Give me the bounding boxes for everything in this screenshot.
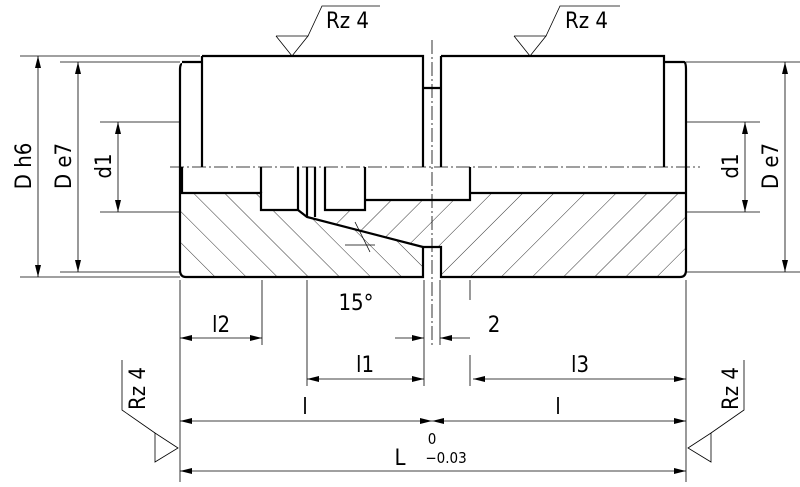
l-left-label: l bbox=[302, 395, 308, 420]
rz-label-end-right: Rz 4 bbox=[719, 367, 744, 410]
total-length-label: L bbox=[394, 446, 405, 471]
length-dimensions bbox=[180, 335, 686, 474]
surface-finish-symbols bbox=[121, 5, 745, 463]
angle-label: 15° bbox=[338, 291, 373, 316]
section-hatching bbox=[180, 193, 686, 277]
rz-label-top-right: Rz 4 bbox=[565, 9, 608, 34]
l2-label: l2 bbox=[212, 313, 230, 338]
bore-diameter-right-label: d1 bbox=[719, 153, 744, 178]
bore-diameter-left-label: d1 bbox=[92, 153, 117, 178]
outer-diameter-label: D h6 bbox=[12, 143, 37, 190]
part-outline bbox=[178, 54, 688, 279]
extension-lines bbox=[20, 55, 800, 482]
total-upper-tolerance: 0 bbox=[428, 430, 437, 448]
l-right-label: l bbox=[555, 395, 561, 420]
fit-diameter-left-label: D e7 bbox=[52, 143, 77, 189]
total-lower-tolerance: −0.03 bbox=[425, 449, 466, 467]
gap-label: 2 bbox=[488, 313, 501, 338]
rz-label-end-left: Rz 4 bbox=[126, 367, 151, 410]
l3-label: l3 bbox=[571, 353, 589, 378]
rz-label-top-left: Rz 4 bbox=[326, 9, 369, 34]
l1-label: l1 bbox=[356, 353, 374, 378]
fit-diameter-right-label: D e7 bbox=[759, 143, 784, 189]
diameter-dimensions bbox=[35, 56, 788, 277]
